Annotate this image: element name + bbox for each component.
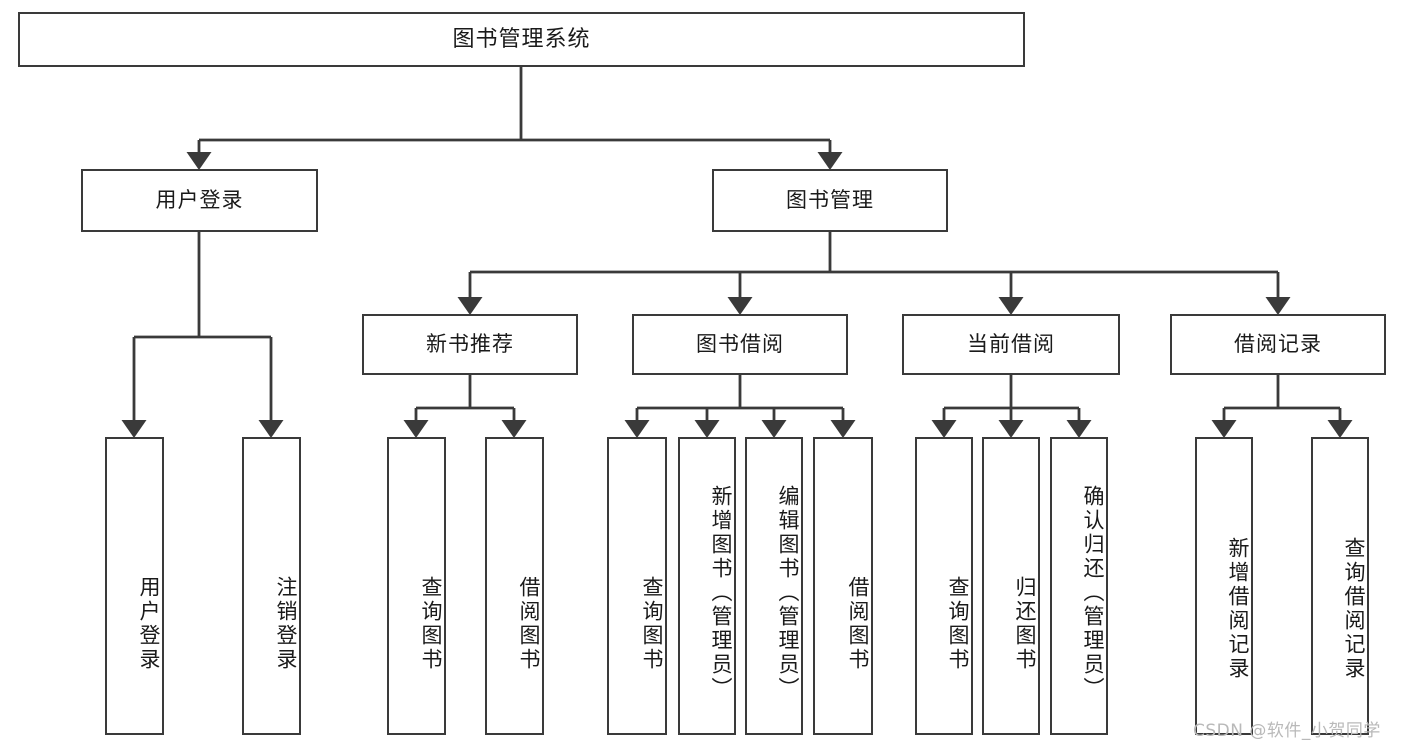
leaf-borrow-record-add[interactable]: 新增借阅记录 (1195, 437, 1253, 735)
leaf-new-book-borrow[interactable]: 借阅图书 (485, 437, 544, 735)
leaf-book-borrow-edit[interactable]: 编辑图书（管理员） (745, 437, 803, 735)
node-book-management[interactable]: 图书管理 (712, 169, 948, 232)
leaf-book-borrow-borrow[interactable]: 借阅图书 (813, 437, 873, 735)
node-root-system[interactable]: 图书管理系统 (18, 12, 1025, 67)
node-new-book-recommend[interactable]: 新书推荐 (362, 314, 578, 375)
leaf-current-borrow-query[interactable]: 查询图书 (915, 437, 973, 735)
leaf-borrow-record-query[interactable]: 查询借阅记录 (1311, 437, 1369, 735)
node-user-login[interactable]: 用户登录 (81, 169, 318, 232)
node-book-borrow[interactable]: 图书借阅 (632, 314, 848, 375)
leaf-user-login-login[interactable]: 用户登录 (105, 437, 164, 735)
leaf-user-login-logout[interactable]: 注销登录 (242, 437, 301, 735)
node-current-borrow[interactable]: 当前借阅 (902, 314, 1120, 375)
leaf-book-borrow-query[interactable]: 查询图书 (607, 437, 667, 735)
leaf-new-book-query[interactable]: 查询图书 (387, 437, 446, 735)
node-borrow-record[interactable]: 借阅记录 (1170, 314, 1386, 375)
leaf-book-borrow-add[interactable]: 新增图书（管理员） (678, 437, 736, 735)
leaf-current-borrow-confirm-return[interactable]: 确认归还（管理员） (1050, 437, 1108, 735)
leaf-current-borrow-return[interactable]: 归还图书 (982, 437, 1040, 735)
